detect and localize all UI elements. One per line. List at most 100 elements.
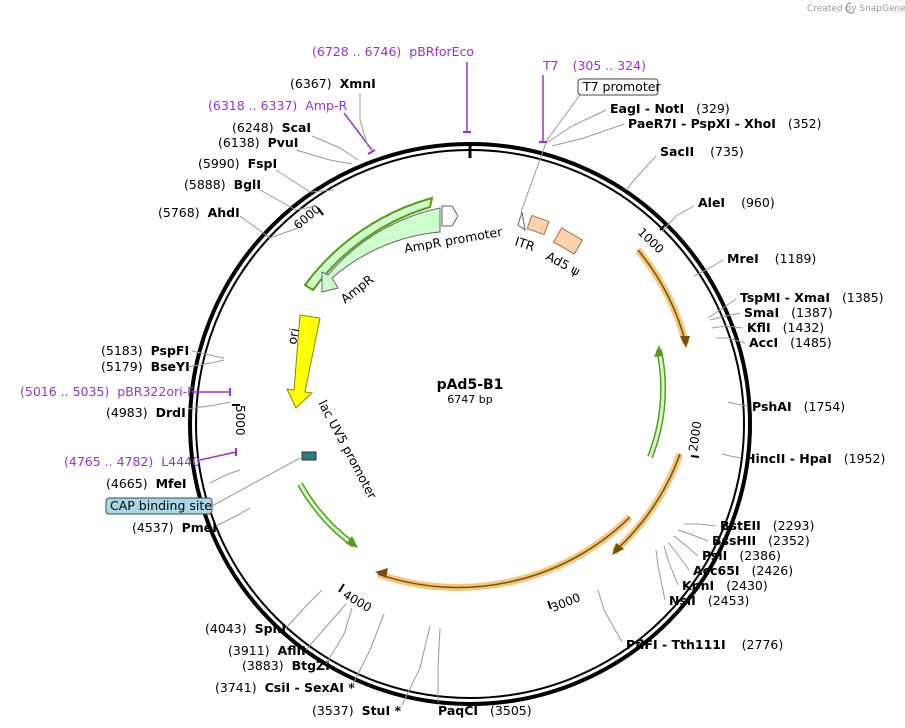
t7-promoter-box[interactable]: [577, 78, 659, 96]
svg-text:(6138)PvuI: (6138)PvuI: [218, 135, 298, 150]
credit-text: Created by SnapGene: [807, 4, 905, 14]
svg-text:(6318 .. 6337)Amp-R: (6318 .. 6337)Amp-R: [208, 98, 347, 113]
site-alei[interactable]: AleI(960): [661, 195, 775, 233]
site-smai[interactable]: SmaI(1387): [709, 305, 833, 321]
site-ahdi[interactable]: (5768)AhdI: [158, 205, 299, 239]
t7-promoter-label: T7 promoter: [582, 79, 661, 94]
svg-text:PaeR7I - PspXI - XhoI(352): PaeR7I - PspXI - XhoI(352): [628, 116, 822, 131]
site-aflii[interactable]: (3911)AflII: [228, 603, 347, 658]
svg-text:PflFI - Tth111I(2776): PflFI - Tth111I(2776): [626, 637, 783, 652]
site-xmni[interactable]: (6367)XmnI: [290, 76, 376, 148]
svg-text:(3883)BtgZI: (3883)BtgZI: [242, 658, 330, 673]
site-pflfi-tth111i[interactable]: PflFI - Tth111I(2776): [597, 589, 783, 652]
orf-arc-3[interactable]: [376, 514, 633, 591]
tick-2000: 2000: [686, 420, 704, 458]
site-acc65i[interactable]: Acc65I(2426): [667, 541, 793, 578]
primer-amp-r[interactable]: (6318 .. 6337)Amp-R: [208, 98, 376, 155]
svg-text:(5888)BglI: (5888)BglI: [184, 177, 261, 192]
site-bgli[interactable]: (5888)BglI: [184, 177, 317, 211]
svg-text:HincII - HpaI(1952): HincII - HpaI(1952): [745, 451, 885, 466]
site-pshai[interactable]: PshAI(1754): [727, 399, 845, 414]
site-pspfi[interactable]: (5183)PspFI: [101, 343, 225, 359]
svg-text:(4665)MfeI: (4665)MfeI: [106, 476, 187, 491]
ori-label: ori: [284, 327, 302, 346]
site-kpni[interactable]: KpnI(2430): [663, 545, 768, 593]
site-bsteii[interactable]: BstEII(2293): [684, 518, 814, 533]
ad5-psi-feature[interactable]: [552, 227, 584, 255]
tick-3000: 3000: [547, 590, 582, 615]
svg-text:(3911)AflII: (3911)AflII: [228, 643, 306, 658]
snapgene-logo-icon: [845, 2, 855, 14]
ad5-psi-label: Ad5 ψ: [544, 248, 583, 278]
svg-text:(6248)ScaI: (6248)ScaI: [232, 120, 311, 135]
site-eagi-noti[interactable]: EagI - NotI(329): [547, 101, 730, 143]
svg-text:NsiI(2453): NsiI(2453): [669, 593, 749, 608]
svg-text:Acc65I(2426): Acc65I(2426): [693, 563, 793, 578]
cap-binding-site-label: CAP binding site: [110, 498, 212, 513]
svg-text:TspMI - XmaI(1385): TspMI - XmaI(1385): [740, 290, 884, 305]
site-hincii-hpai[interactable]: HincII - HpaI(1952): [721, 451, 885, 466]
svg-text:EagI - NotI(329): EagI - NotI(329): [610, 101, 730, 116]
site-bsshii[interactable]: BssHII(2352): [677, 529, 810, 548]
svg-text:4000: 4000: [341, 587, 374, 614]
ampr-arc-highlight: [303, 196, 434, 292]
tick-4000: 4000: [338, 583, 374, 615]
site-bseyi[interactable]: (5179)BseYI: [101, 359, 225, 374]
svg-text:(5990)FspI: (5990)FspI: [198, 156, 277, 171]
lac-arc-arrow: [297, 482, 356, 548]
ampr-feature[interactable]: [321, 207, 441, 293]
svg-text:AleI(960): AleI(960): [698, 195, 775, 210]
svg-text:(6367)XmnI: (6367)XmnI: [290, 76, 376, 91]
site-kfli[interactable]: KflI(1432): [711, 320, 824, 335]
svg-text:(5179)BseYI: (5179)BseYI: [101, 359, 190, 374]
svg-text:(6728 .. 6746)pBRforEco: (6728 .. 6746)pBRforEco: [312, 44, 474, 59]
site-sacii[interactable]: SacII(735): [625, 144, 744, 191]
primer-pbr322ori-f[interactable]: (5016 .. 5035)pBR322ori-F: [20, 384, 231, 399]
primer-t7[interactable]: T7(305 .. 324): [539, 58, 646, 143]
site-scai[interactable]: (6248)ScaI: [232, 120, 359, 161]
svg-text:PsiI(2386): PsiI(2386): [702, 548, 781, 563]
site-tspmi-xmai[interactable]: TspMI - XmaI(1385): [707, 290, 884, 319]
lac-promoter-label: lac UV5 promoter: [315, 397, 380, 502]
svg-text:PaqCI(3505): PaqCI(3505): [438, 703, 532, 718]
site-btgzi[interactable]: (3883)BtgZI: [242, 607, 353, 673]
site-paer7i-pspxi-xhoi[interactable]: PaeR7I - PspXI - XhoI(352): [551, 116, 822, 147]
svg-text:KpnI(2430): KpnI(2430): [682, 578, 768, 593]
svg-text:KflI(1432): KflI(1432): [747, 320, 824, 335]
site-mfei[interactable]: (4665)MfeI: [106, 469, 241, 491]
site-psii[interactable]: PsiI(2386): [673, 535, 781, 563]
primer-l4440[interactable]: (4765 .. 4782)L4440: [64, 448, 237, 469]
itr-small-arrow: [517, 211, 526, 232]
svg-text:MreI(1189): MreI(1189): [727, 251, 816, 266]
site-drdi[interactable]: (4983)DrdI: [106, 401, 231, 420]
ori-feature[interactable]: [286, 314, 321, 409]
site-nsii[interactable]: NsiI(2453): [655, 549, 749, 608]
site-paqci[interactable]: PaqCI(3505): [437, 627, 532, 718]
orf-arc-2[interactable]: [611, 452, 684, 555]
site-stui[interactable]: (3537)StuI *: [312, 625, 431, 718]
plasmid-name: pAd5-B1: [437, 377, 504, 393]
svg-text:BstEII(2293): BstEII(2293): [720, 518, 814, 533]
site-sphi[interactable]: (4043)SphI: [205, 589, 323, 636]
ampr-promoter-arrow[interactable]: [441, 205, 459, 227]
svg-text:SmaI(1387): SmaI(1387): [744, 305, 833, 320]
site-mrei[interactable]: MreI(1189): [693, 251, 816, 277]
tick-5000: 5000: [232, 404, 247, 436]
svg-text:(5016 .. 5035)pBR322ori-F: (5016 .. 5035)pBR322ori-F: [20, 384, 194, 399]
site-fspi[interactable]: (5990)FspI: [198, 156, 335, 193]
plasmid-length: 6747 bp: [447, 393, 492, 406]
itr-feature[interactable]: [526, 214, 550, 236]
primer-pbrforeco[interactable]: (6728 .. 6746)pBRforEco: [312, 44, 474, 133]
ampr-label: AmpR: [338, 271, 377, 306]
site-pvui[interactable]: (6138)PvuI: [218, 135, 353, 165]
svg-text:BssHII(2352): BssHII(2352): [712, 533, 810, 548]
orf-arc-1[interactable]: [635, 247, 690, 345]
site-acci[interactable]: AccI(1485): [716, 335, 832, 350]
site-pmei[interactable]: (4537)PmeI: [132, 507, 251, 535]
svg-text:(4043)SphI: (4043)SphI: [205, 621, 286, 636]
site-csii-sexai[interactable]: (3741)CsiI - SexAI *: [215, 613, 385, 695]
lac-promoter-feature[interactable]: [301, 451, 317, 461]
svg-text:PshAI(1754): PshAI(1754): [752, 399, 845, 414]
itr-label: ITR: [513, 234, 537, 255]
